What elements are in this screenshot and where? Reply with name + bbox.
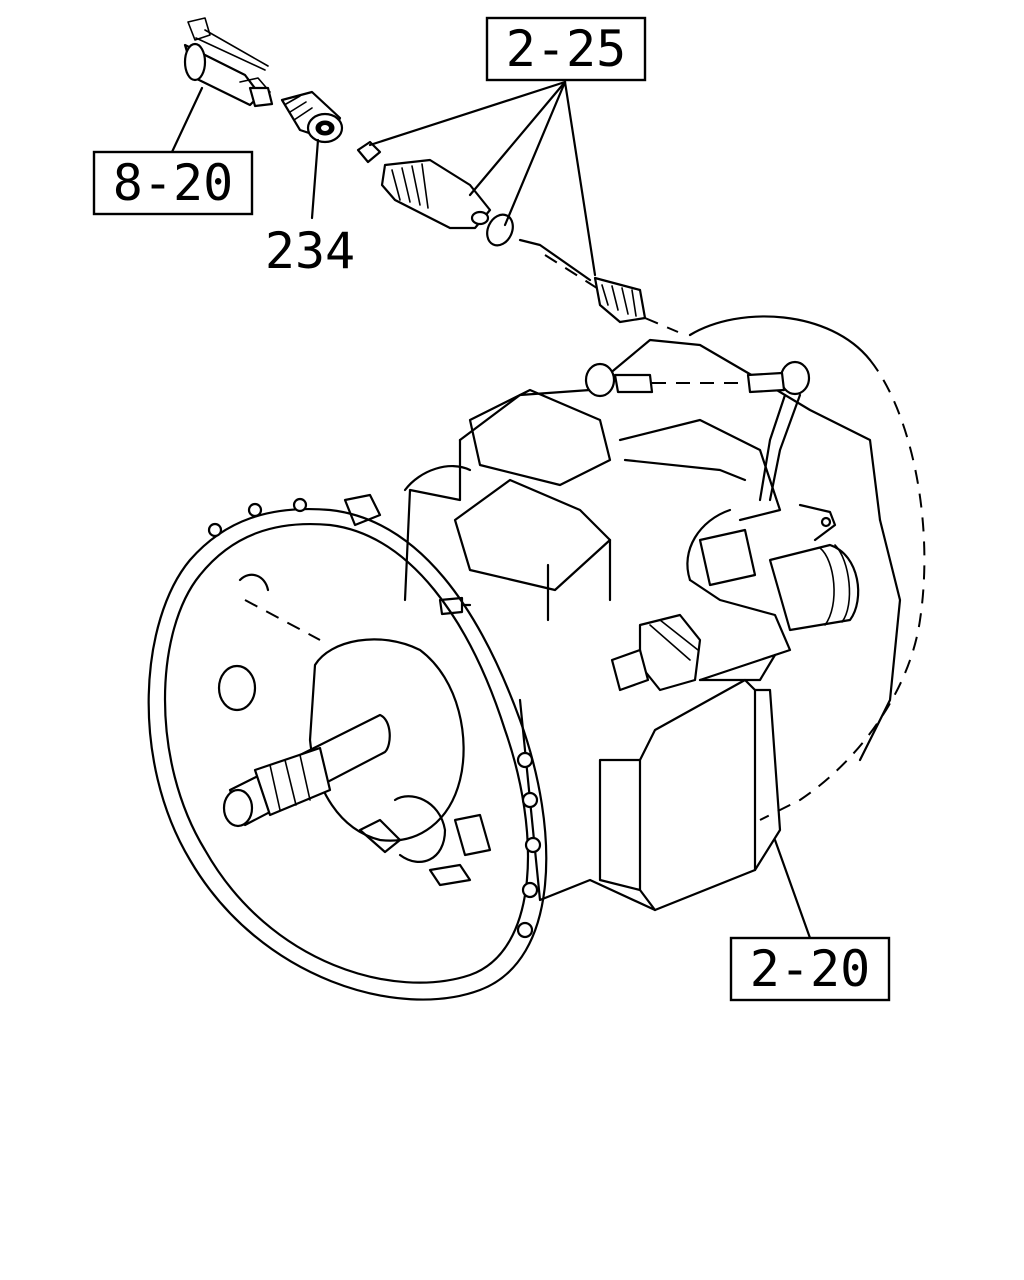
leader-line-8-20 — [170, 86, 204, 154]
speedometer-connector-icon — [280, 90, 344, 144]
transmission-assembly-icon — [147, 315, 926, 1001]
callout-8-20-text: 8-20 — [113, 154, 233, 212]
callout-2-20-text: 2-20 — [750, 940, 870, 998]
leader-line-234 — [310, 138, 320, 220]
leader-line-2-20 — [773, 838, 812, 940]
callout-2-20: 2-20 — [729, 936, 891, 1002]
leader-lines-2-25 — [368, 80, 597, 277]
callout-8-20: 8-20 — [92, 150, 254, 216]
vehicle-speed-sensor-icon — [183, 17, 274, 108]
callout-2-25: 2-25 — [485, 16, 647, 82]
part-number-234: 234 — [265, 222, 355, 280]
callout-2-25-text: 2-25 — [506, 20, 626, 78]
speedometer-driven-gear-icon — [356, 140, 679, 333]
